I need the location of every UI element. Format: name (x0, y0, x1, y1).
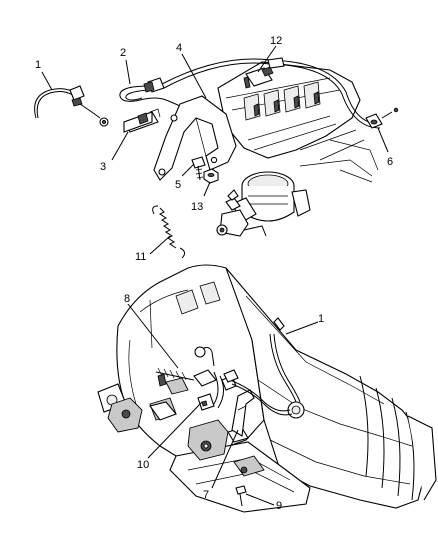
cable-1-lower (223, 317, 301, 416)
bolt-9 (235, 485, 247, 507)
callout-12: 12 (270, 35, 282, 47)
bolt-5 (191, 156, 206, 181)
clip-3 (123, 108, 161, 133)
cable-1-upper (34, 85, 109, 127)
callout-10: 10 (137, 459, 149, 471)
callout-labels: 1 2 3 4 5 6 11 12 13 8 1 10 7 9 (35, 35, 393, 512)
callout-3: 3 (100, 161, 106, 173)
leader-lines (41, 45, 389, 506)
callout-5: 5 (175, 179, 181, 191)
callout-2: 2 (120, 47, 126, 59)
throttle-body (216, 171, 311, 237)
nut-13 (203, 168, 219, 184)
grommet-6 (365, 107, 399, 129)
callout-8: 8 (124, 293, 130, 305)
callout-1-lower: 1 (318, 313, 324, 325)
callout-9: 9 (276, 500, 282, 512)
callout-11: 11 (135, 251, 146, 263)
shift-linkage-10 (197, 371, 237, 411)
linkage-8 (155, 346, 217, 387)
callout-7: 7 (203, 489, 209, 501)
callout-6: 6 (387, 156, 393, 168)
engine-intake-manifold (217, 61, 379, 183)
transmission-case (97, 264, 437, 513)
callout-1-upper: 1 (35, 59, 41, 71)
callout-4: 4 (176, 42, 182, 54)
spring-11 (152, 205, 186, 259)
bracket-4 (153, 95, 237, 181)
bracket-7 (231, 389, 255, 437)
callout-13: 13 (191, 201, 203, 213)
